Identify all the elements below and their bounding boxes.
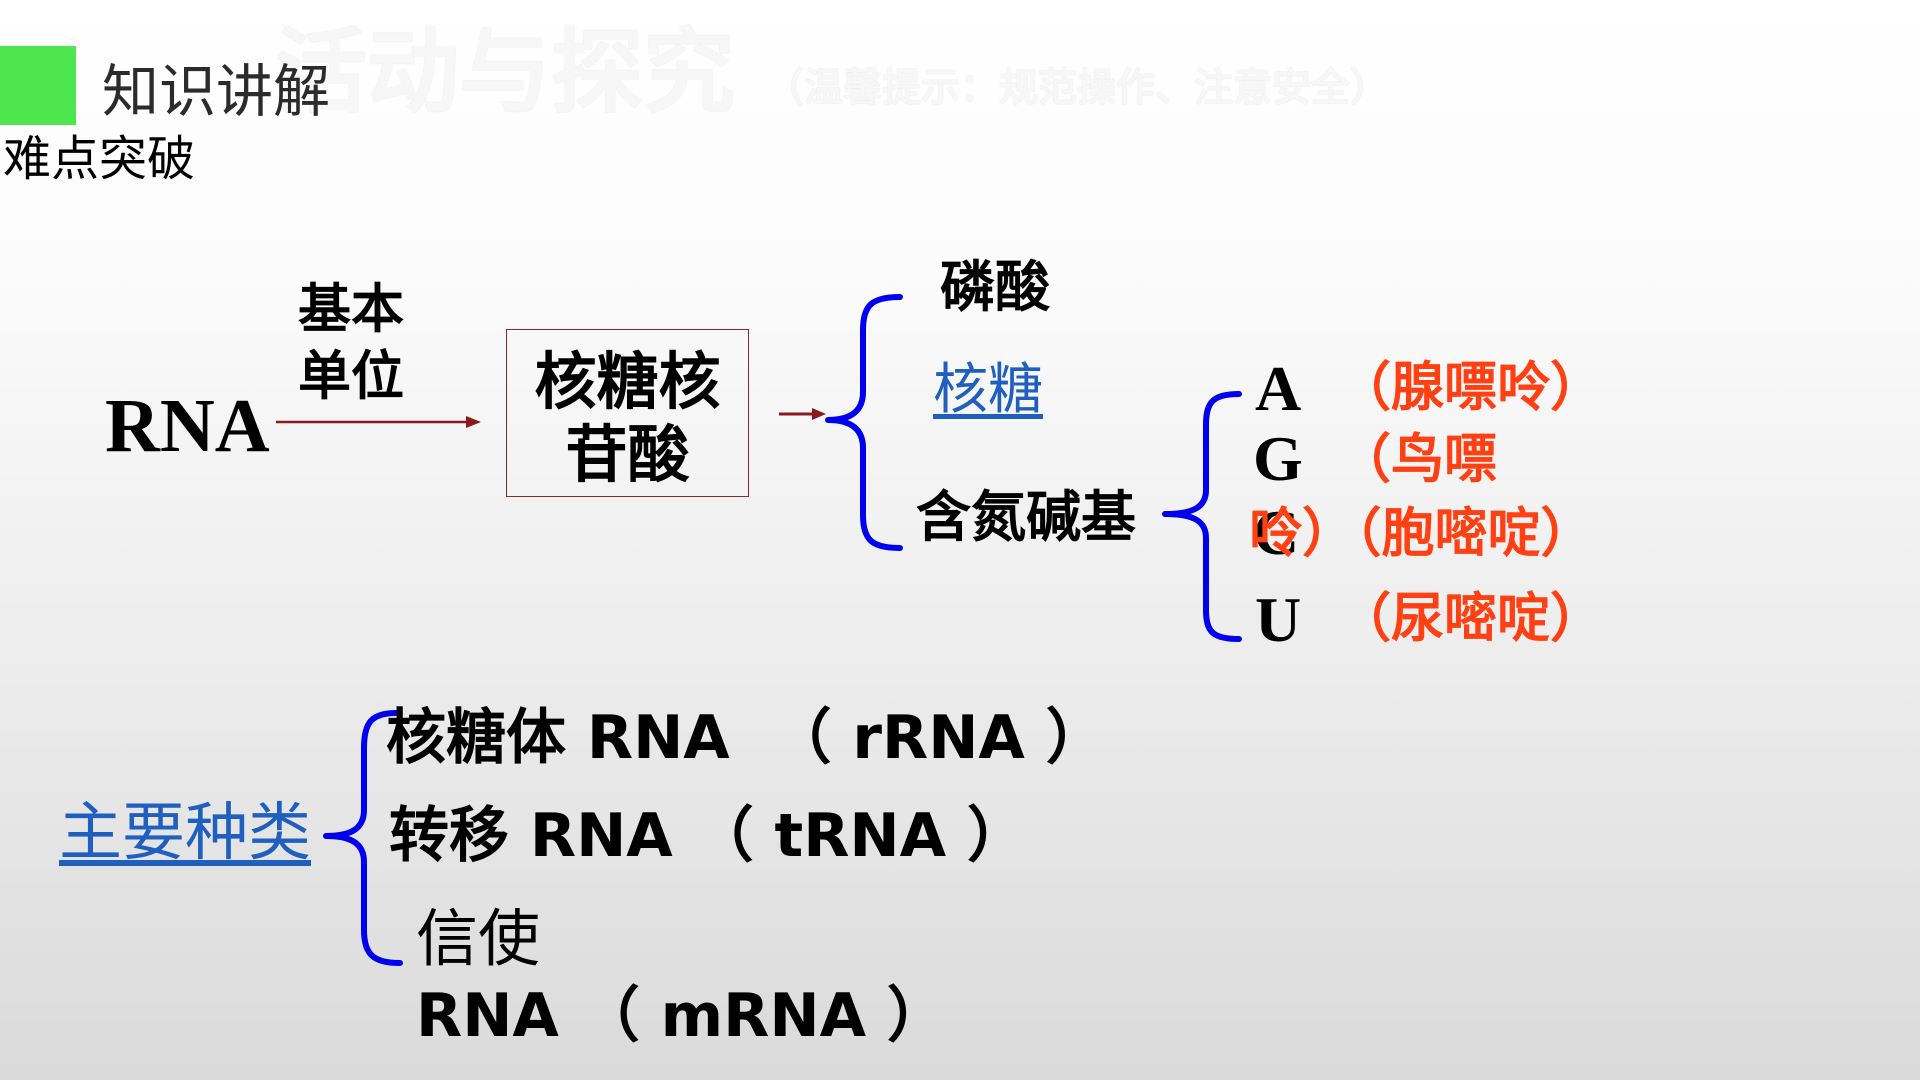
components-arrow-head [812,408,826,420]
basic-unit-box: 核糖核 苷酸 [506,329,749,497]
base-name-line-4: （尿嘧啶） [1338,588,1603,649]
subsection-label: 难点突破 [3,131,196,187]
base-letter-u: U [1255,584,1302,655]
component-ribose-link[interactable]: 核糖 [933,357,1044,421]
types-label-link[interactable]: 主要种类 [59,796,311,869]
basic-unit-arrow-head [466,416,481,428]
base-letter-a: A [1255,353,1302,424]
watermark-subtitle: （温馨提示：规范操作、注意安全） [765,66,1390,111]
component-phosphate: 磷酸 [940,255,1051,319]
relation-label-line-1: 基本 [298,279,404,340]
component-nitrogenous-base: 含氮碱基 [916,485,1137,549]
watermark-title: 活动与探究 [275,19,736,126]
base-name-line-3: 呤）（胞嘧啶） [1249,503,1594,564]
type-item-rrna: 核糖体 RNA （ rRNA ） [386,703,1106,773]
basic-unit-line-2: 苷酸 [565,418,690,491]
type-item-mrna-line-2: RNA （ mRNA ） [416,981,947,1051]
base-letter-g: G [1253,423,1303,494]
relation-label-line-2: 单位 [298,346,404,407]
molecule-label: RNA [105,384,270,468]
section-label: 知识讲解 [102,59,330,125]
bases-brace [1162,391,1242,642]
type-item-mrna-line-1: 信使 [416,902,541,975]
base-name-line-1: （腺嘌呤） [1338,357,1603,418]
section-accent-block [0,46,76,125]
base-name-line-2: （鸟嘌 [1338,429,1497,490]
types-brace [323,710,403,966]
base-letter-c: C [1253,497,1300,568]
basic-unit-line-1: 核糖核 [534,345,721,418]
components-brace [825,294,903,551]
type-item-trna: 转移 RNA （ tRNA ） [389,801,1027,871]
